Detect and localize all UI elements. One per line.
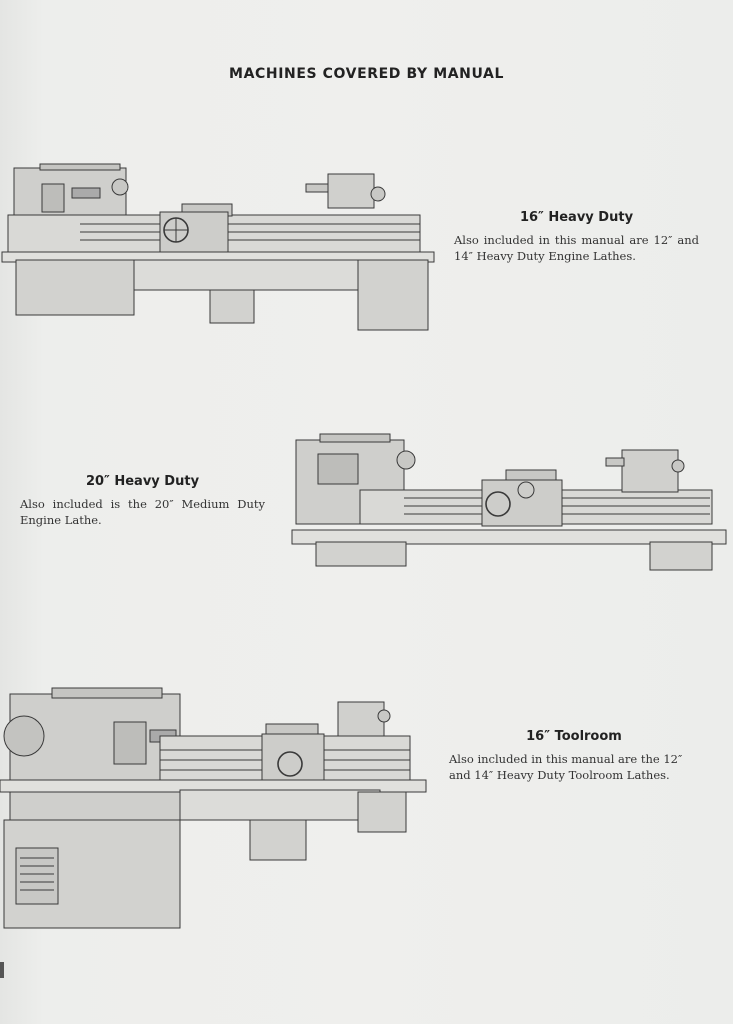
- page-title: MACHINES COVERED BY MANUAL: [229, 66, 504, 82]
- page-edge-mark: [0, 962, 4, 978]
- heavy-duty-16-description: Also included in this manual are 12″ and…: [454, 233, 699, 263]
- heavy-duty-16-heading: 16″ Heavy Duty: [519, 210, 634, 225]
- heavy-duty-20-lathe-image: [291, 433, 727, 571]
- heavy-duty-16-lathe-image: [1, 163, 435, 331]
- toolroom-16-lathe-image: [0, 687, 427, 929]
- toolroom-16-description: Also included in this manual are the 12″…: [449, 752, 683, 782]
- heavy-duty-20-heading: 20″ Heavy Duty: [85, 474, 200, 489]
- heavy-duty-20-description: Also included is the 20″ Medium Duty Eng…: [20, 497, 265, 527]
- toolroom-16-heading: 16″ Toolroom: [526, 729, 622, 744]
